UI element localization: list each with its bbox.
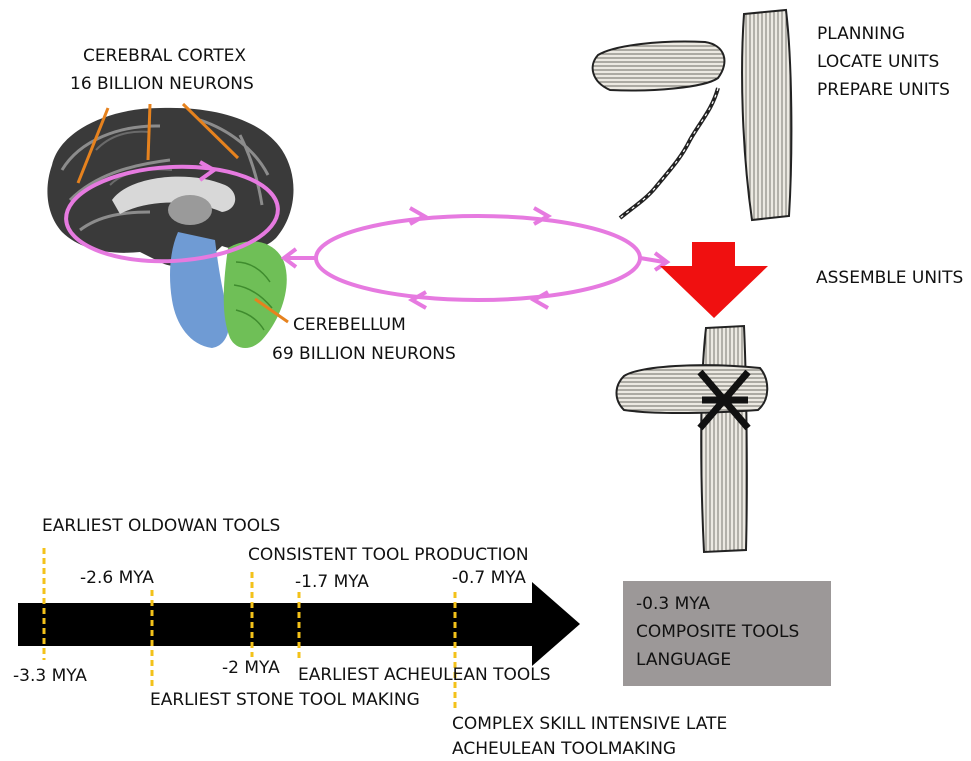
step-planning: PLANNING bbox=[817, 22, 905, 46]
date-1-7-mya: -1.7 MYA bbox=[295, 570, 369, 594]
date-0-7-mya: -0.7 MYA bbox=[452, 566, 526, 590]
event-earliest-oldowan: EARLIEST OLDOWAN TOOLS bbox=[42, 514, 280, 538]
cortex-neuron-count: 16 BILLION NEURONS bbox=[70, 72, 254, 96]
chevron-left-icon bbox=[412, 292, 426, 308]
event-late-acheulean-line2: ACHEULEAN TOOLMAKING bbox=[452, 737, 676, 761]
brain-illustration bbox=[40, 104, 310, 360]
cerebellum-neuron-count: 69 BILLION NEURONS bbox=[272, 342, 456, 366]
handle-unit bbox=[742, 10, 791, 220]
event-earliest-acheulean: EARLIEST ACHEULEAN TOOLS bbox=[298, 663, 551, 687]
final-date: -0.3 MYA bbox=[636, 591, 710, 617]
final-composite-tools: COMPOSITE TOOLS bbox=[636, 619, 799, 645]
chevron-right-icon bbox=[410, 208, 424, 224]
step-locate-units: LOCATE UNITS bbox=[817, 50, 939, 74]
chevron-left-icon bbox=[534, 292, 548, 308]
event-consistent-production: CONSISTENT TOOL PRODUCTION bbox=[248, 543, 529, 567]
final-language: LANGUAGE bbox=[636, 647, 731, 673]
event-late-acheulean-line1: COMPLEX SKILL INTENSIVE LATE bbox=[452, 712, 727, 736]
composite-tool-illustration bbox=[617, 326, 768, 552]
final-stage-box: -0.3 MYA COMPOSITE TOOLS LANGUAGE bbox=[623, 581, 831, 686]
tool-units-illustration bbox=[593, 10, 792, 220]
communication-loop bbox=[284, 208, 667, 308]
assemble-arrow bbox=[660, 242, 768, 318]
cerebellum-title: CEREBELLUM bbox=[293, 313, 406, 337]
step-prepare-units: PREPARE UNITS bbox=[817, 78, 950, 102]
step-assemble-units: ASSEMBLE UNITS bbox=[816, 266, 963, 290]
cortex-title: CEREBRAL CORTEX bbox=[83, 44, 246, 68]
date-3-3-mya: -3.3 MYA bbox=[13, 664, 87, 688]
cord-unit bbox=[620, 88, 718, 218]
date-2-mya: -2 MYA bbox=[222, 656, 280, 680]
event-earliest-stone-tool: EARLIEST STONE TOOL MAKING bbox=[150, 688, 420, 712]
stone-unit bbox=[593, 42, 725, 91]
date-2-6-mya: -2.6 MYA bbox=[80, 566, 154, 590]
